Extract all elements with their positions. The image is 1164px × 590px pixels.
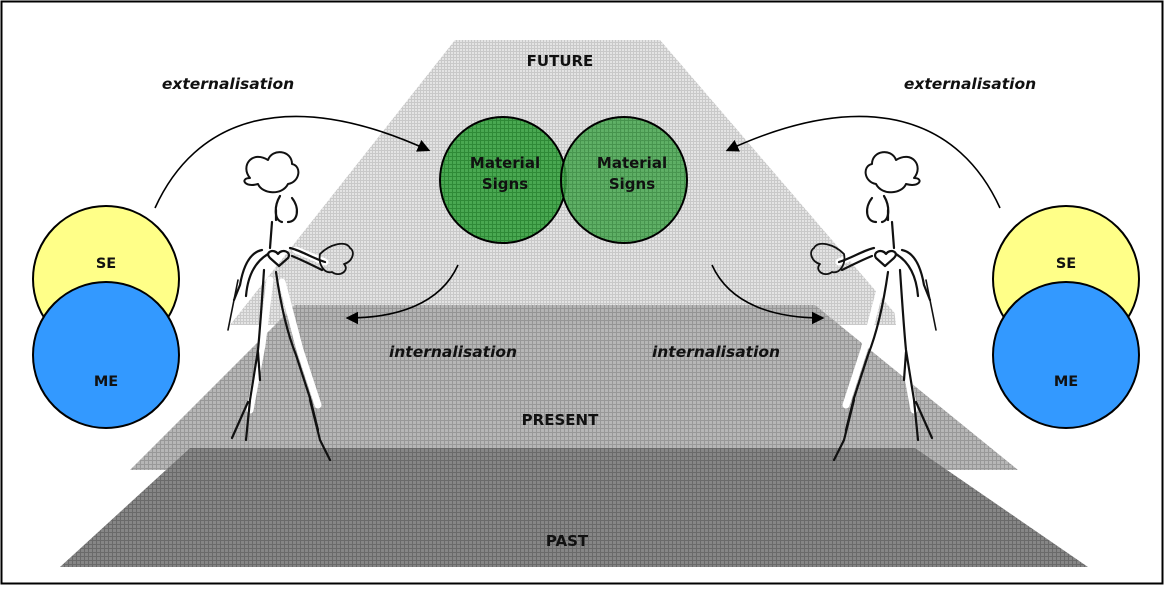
past-label: PAST — [546, 532, 589, 550]
sign-left-line1: Material — [470, 154, 540, 172]
se-label-right: SE — [1056, 256, 1076, 272]
present-layer — [130, 305, 1018, 470]
externalisation-label-right: externalisation — [904, 75, 1036, 93]
figure-left — [227, 151, 354, 462]
material-sign-right — [560, 116, 688, 244]
externalisation-arrow-left — [154, 115, 431, 209]
internalisation-label-left: internalisation — [389, 343, 517, 361]
future-label: FUTURE — [527, 52, 594, 70]
externalisation-label-left: externalisation — [162, 75, 294, 93]
me-label-right: ME — [1054, 374, 1078, 390]
sign-right-line1: Material — [597, 154, 667, 172]
past-layer — [60, 448, 1088, 567]
left-actor-circles: SE ME — [32, 205, 180, 429]
internalisation-label-right: internalisation — [652, 343, 780, 361]
me-label-left: ME — [94, 374, 118, 390]
externalisation-arrow-right — [725, 115, 1001, 209]
figure-right — [810, 151, 937, 462]
internalisation-arrow-right — [711, 264, 825, 325]
internalisation-arrow-left — [345, 264, 459, 325]
me-circle-left — [32, 281, 180, 429]
sign-right-line2: Signs — [609, 175, 655, 193]
me-circle-right — [992, 281, 1140, 429]
sign-left-line2: Signs — [482, 175, 528, 193]
present-label: PRESENT — [522, 411, 599, 429]
right-actor-circles: SE ME — [992, 205, 1140, 429]
material-signs-group: Material Signs Material Signs — [439, 116, 688, 244]
se-label-left: SE — [96, 256, 116, 272]
